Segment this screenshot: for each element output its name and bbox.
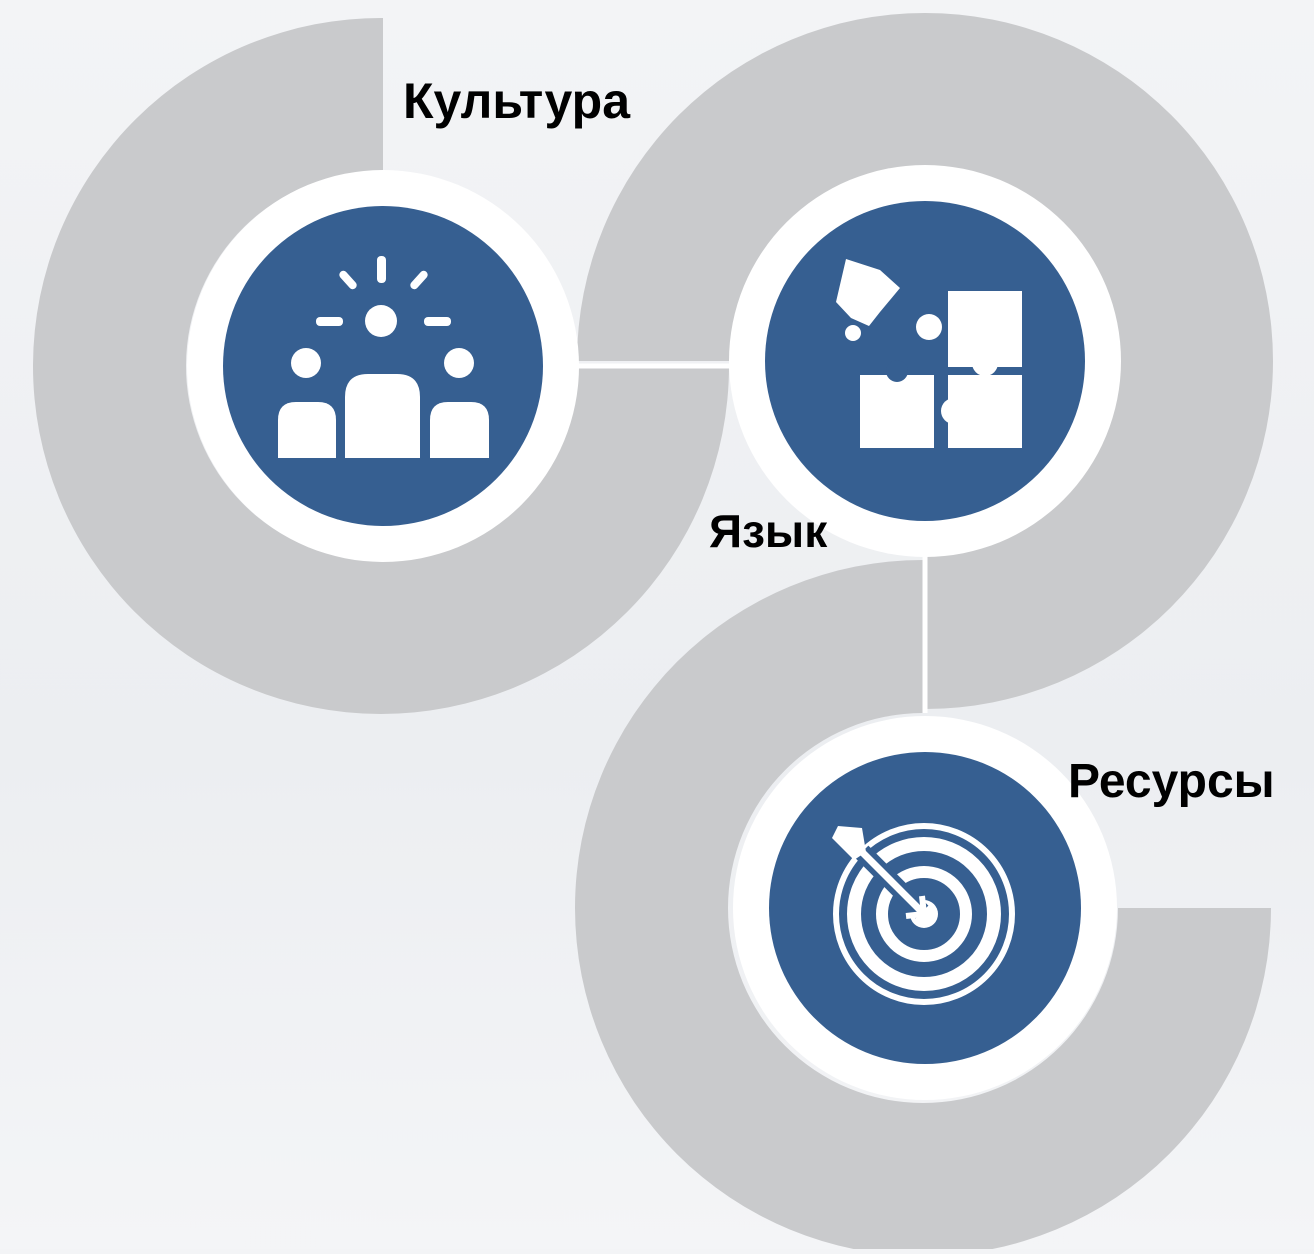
disc-language bbox=[765, 201, 1085, 521]
people-celebration-icon bbox=[278, 256, 489, 458]
label-language: Язык bbox=[709, 505, 828, 557]
ring-resources bbox=[575, 560, 1271, 1254]
target-arrow-icon bbox=[832, 823, 1015, 1005]
puzzle-pieces-icon bbox=[836, 259, 1022, 448]
disc-culture bbox=[223, 206, 543, 526]
label-resources: Ресурсы bbox=[1068, 755, 1275, 808]
label-culture: Культура bbox=[403, 73, 631, 129]
ring-culture bbox=[33, 17, 730, 714]
ring-language bbox=[577, 13, 1273, 709]
